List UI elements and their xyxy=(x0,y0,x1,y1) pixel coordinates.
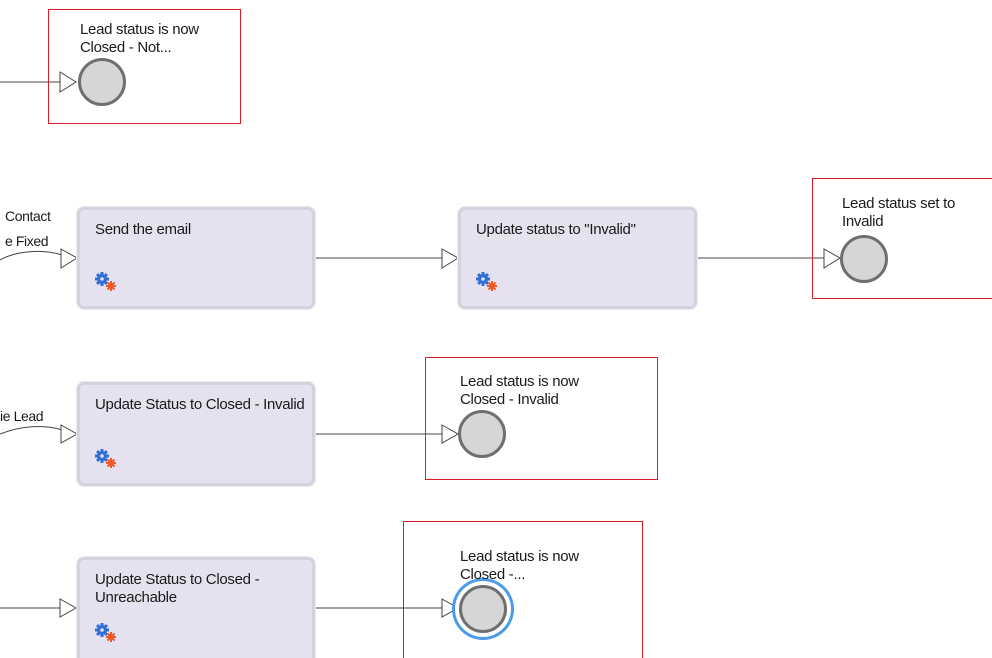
task-update-status-invalid[interactable]: Update status to "Invalid" xyxy=(458,207,697,309)
connector-to-send-email xyxy=(0,250,63,261)
end-event-closed-not[interactable] xyxy=(78,58,126,106)
end-event-label: Lead status is now Closed - Not... xyxy=(80,21,199,56)
end-event-label: Lead status is now Closed -... xyxy=(460,548,579,583)
arrowhead xyxy=(60,424,79,444)
task-label: Update Status to Closed - Unreachable xyxy=(95,571,260,606)
end-event-closed-invalid-highlight[interactable] xyxy=(425,357,658,480)
end-event-closed-invalid[interactable] xyxy=(458,410,506,458)
edge-label-lead: ie Lead xyxy=(0,408,44,424)
task-update-closed-unreachable[interactable]: Update Status to Closed - Unreachable xyxy=(77,557,315,658)
task-send-email[interactable]: Send the email xyxy=(77,207,315,309)
end-event-set-invalid-highlight[interactable] xyxy=(812,178,992,299)
edge-label-fixed: e Fixed xyxy=(5,233,49,249)
task-update-closed-invalid[interactable]: Update Status to Closed - Invalid xyxy=(77,382,315,486)
arrowhead xyxy=(441,424,460,444)
end-event-closed-unreachable[interactable] xyxy=(459,585,507,633)
gears-icon xyxy=(95,449,116,468)
gears-icon xyxy=(95,623,116,642)
end-event-label: Lead status set to Invalid xyxy=(842,195,956,230)
arrowhead xyxy=(60,248,78,269)
arrowhead xyxy=(823,248,841,269)
arrowhead xyxy=(59,598,78,618)
end-event-set-invalid[interactable] xyxy=(840,235,888,283)
end-event-closed-not-highlight[interactable] xyxy=(48,9,241,124)
gears-icon xyxy=(476,272,497,291)
end-event-closed-unreachable-highlight[interactable] xyxy=(403,521,643,658)
task-label: Send the email xyxy=(95,221,191,238)
task-label: Update status to "Invalid" xyxy=(476,221,636,238)
edge-label-contact: Contact xyxy=(5,208,51,224)
connector-to-closed-invalid xyxy=(0,426,63,435)
end-event-label: Lead status is now Closed - Invalid xyxy=(460,373,579,408)
arrowhead xyxy=(441,598,460,618)
arrowhead xyxy=(59,71,77,93)
task-label: Update Status to Closed - Invalid xyxy=(95,396,305,413)
arrowhead xyxy=(441,248,459,269)
gears-icon xyxy=(95,272,116,291)
